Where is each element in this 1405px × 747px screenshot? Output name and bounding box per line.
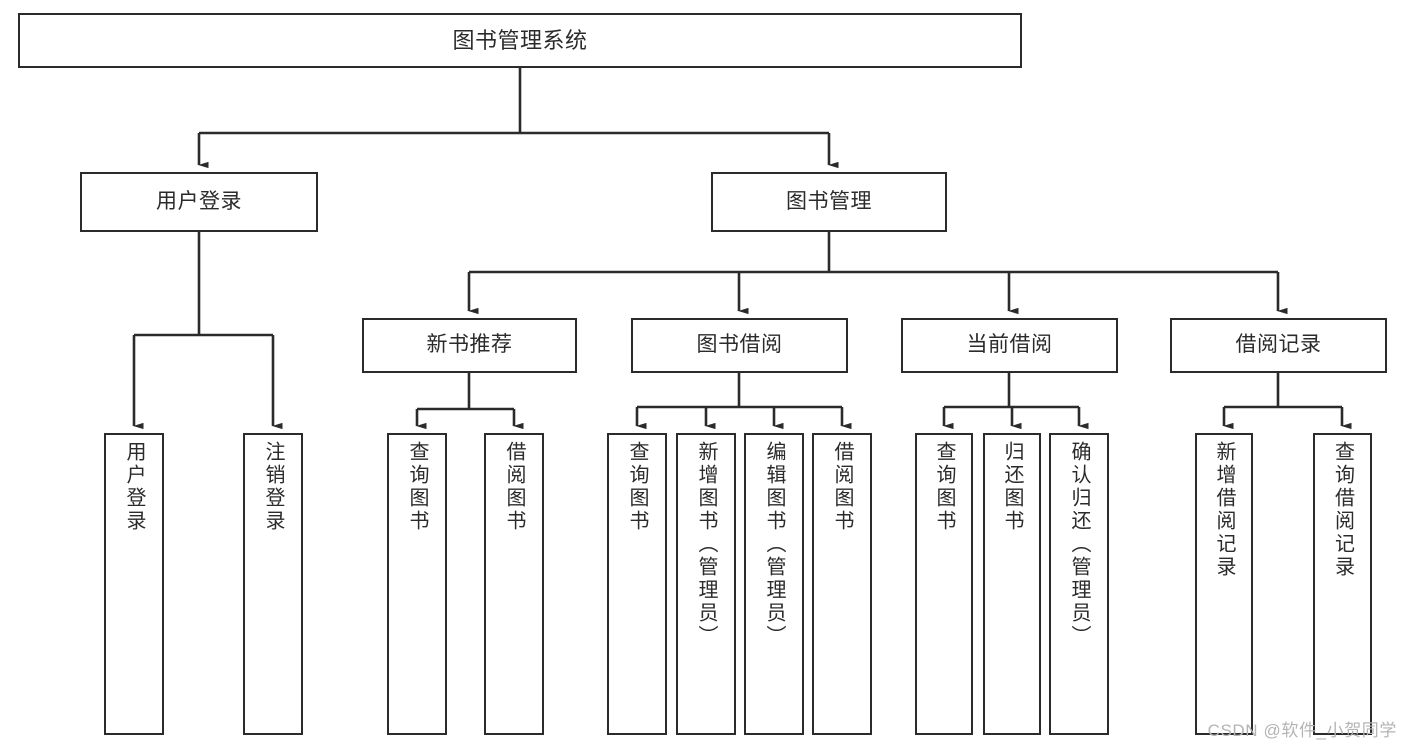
- node-new-book-rec[interactable]: 新书推荐: [362, 318, 577, 373]
- node-user-login-label: 用户登录: [156, 189, 242, 213]
- node-current-borrow-label: 当前借阅: [966, 333, 1053, 357]
- node-leaf-add-book-label: 新增图书（管理员）: [695, 441, 717, 648]
- node-leaf-add-book[interactable]: 新增图书（管理员）: [676, 433, 736, 735]
- node-leaf-borrow-book-label: 借阅图书: [831, 441, 853, 533]
- node-leaf-query-borrow-record[interactable]: 查询借阅记录: [1313, 433, 1372, 735]
- node-leaf-query-book-rec[interactable]: 查询图书: [387, 433, 447, 735]
- node-book-borrow[interactable]: 图书借阅: [631, 318, 848, 373]
- node-leaf-borrow-book-rec[interactable]: 借阅图书: [484, 433, 544, 735]
- node-leaf-confirm-return-label: 确认归还（管理员）: [1068, 441, 1090, 648]
- node-root[interactable]: 图书管理系统: [18, 13, 1022, 68]
- node-leaf-add-borrow-record-label: 新增借阅记录: [1213, 441, 1235, 579]
- node-borrow-record[interactable]: 借阅记录: [1170, 318, 1387, 373]
- node-leaf-edit-book-label: 编辑图书（管理员）: [763, 441, 785, 648]
- node-leaf-user-logout[interactable]: 注销登录: [243, 433, 303, 735]
- node-leaf-return-book[interactable]: 归还图书: [983, 433, 1041, 735]
- node-leaf-query-borrow-record-label: 查询借阅记录: [1331, 441, 1354, 579]
- node-root-label: 图书管理系统: [452, 27, 588, 53]
- node-leaf-query-book-current-label: 查询图书: [933, 441, 955, 533]
- node-leaf-user-logout-label: 注销登录: [262, 441, 284, 533]
- node-current-borrow[interactable]: 当前借阅: [901, 318, 1118, 373]
- node-book-borrow-label: 图书借阅: [696, 333, 783, 357]
- node-leaf-query-book-current[interactable]: 查询图书: [915, 433, 973, 735]
- node-leaf-query-book-borrow[interactable]: 查询图书: [607, 433, 667, 735]
- node-book-manage[interactable]: 图书管理: [711, 172, 947, 232]
- node-leaf-borrow-book[interactable]: 借阅图书: [812, 433, 872, 735]
- node-leaf-query-book-borrow-label: 查询图书: [626, 441, 648, 533]
- node-leaf-user-login-label: 用户登录: [123, 441, 145, 533]
- node-user-login[interactable]: 用户登录: [80, 172, 318, 232]
- node-leaf-confirm-return[interactable]: 确认归还（管理员）: [1049, 433, 1109, 735]
- node-leaf-add-borrow-record[interactable]: 新增借阅记录: [1195, 433, 1253, 735]
- node-leaf-edit-book[interactable]: 编辑图书（管理员）: [744, 433, 804, 735]
- node-leaf-borrow-book-rec-label: 借阅图书: [503, 441, 525, 533]
- node-book-manage-label: 图书管理: [786, 189, 872, 213]
- node-leaf-query-book-rec-label: 查询图书: [406, 441, 428, 533]
- node-leaf-user-login[interactable]: 用户登录: [104, 433, 164, 735]
- node-new-book-rec-label: 新书推荐: [426, 333, 513, 357]
- node-borrow-record-label: 借阅记录: [1235, 333, 1322, 357]
- node-leaf-return-book-label: 归还图书: [1001, 441, 1023, 533]
